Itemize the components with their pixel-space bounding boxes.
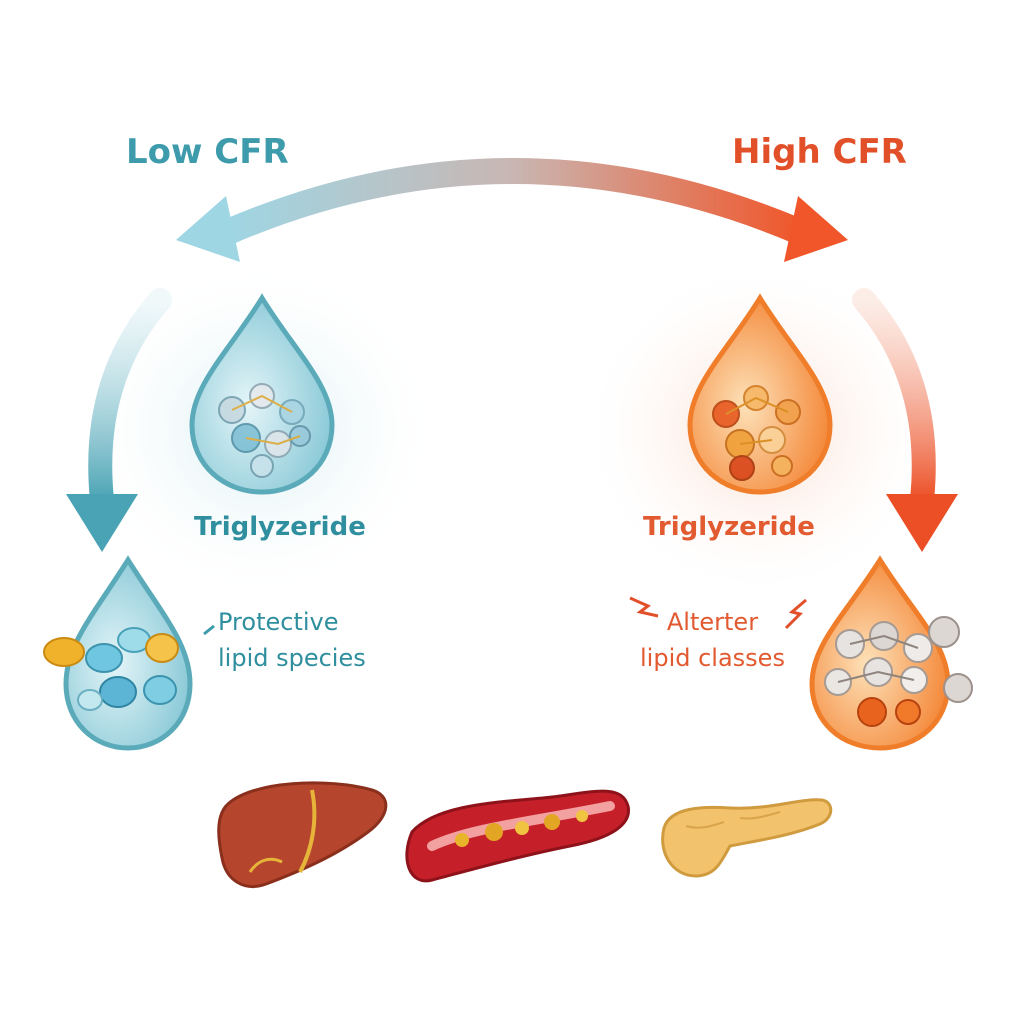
low-cfr-title: Low CFR xyxy=(126,132,289,172)
protective-note-line2: lipid species xyxy=(218,644,366,672)
left-down-arrow xyxy=(66,288,172,552)
liver-icon xyxy=(217,781,388,888)
high-cfr-title: High CFR xyxy=(732,132,907,172)
right-down-arrow xyxy=(852,288,958,552)
triglyceride-drop-high xyxy=(687,293,833,495)
pancreas-icon xyxy=(661,798,833,878)
altered-callout-mark-left xyxy=(629,596,659,618)
triglyceride-drop-low xyxy=(189,293,335,495)
blood-vessel-icon xyxy=(405,789,630,883)
triglyceride-label-low: Triglyzeride xyxy=(194,512,366,542)
protective-callout-mark xyxy=(203,624,215,636)
protective-lipid-note: Protective lipid species xyxy=(218,604,366,676)
triglyceride-label-high: Triglyzeride xyxy=(643,512,815,542)
cfr-double-arrow xyxy=(176,158,848,262)
altered-callout-mark-right xyxy=(784,598,807,630)
lipid-drop-altered xyxy=(809,555,973,751)
protective-note-line1: Protective xyxy=(218,608,339,636)
lipid-drop-protective xyxy=(43,555,193,751)
altered-note-line1: Alterter xyxy=(666,608,759,636)
altered-lipid-note: Alterter lipid classes xyxy=(640,604,785,676)
altered-note-line2: lipid classes xyxy=(640,644,785,672)
